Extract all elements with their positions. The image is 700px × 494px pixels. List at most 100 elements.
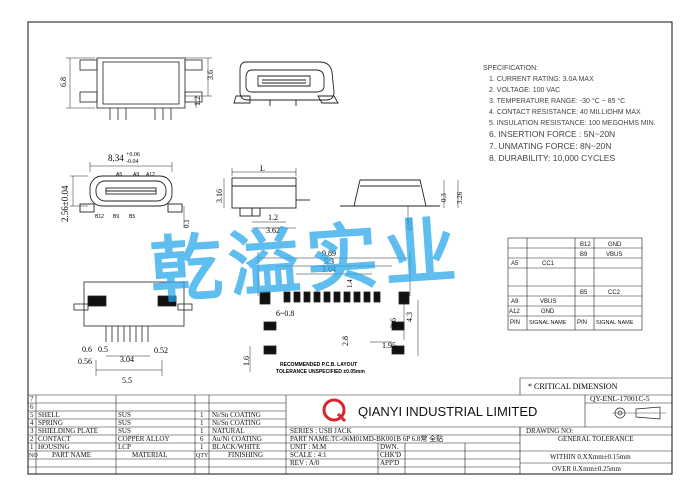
dim-pcb-h: 2.8 [341, 336, 350, 346]
dim-side-b: 3.62 [266, 226, 280, 235]
dim-front-tol-up: +0.06 [126, 152, 140, 158]
dim-top-height: 6.8 [59, 77, 68, 87]
dim-side-d: 0.3 [440, 193, 448, 202]
bom-part: CONTACT [38, 435, 71, 443]
iso-view [233, 61, 339, 106]
appd: APP'D [380, 459, 399, 467]
pin-label-b5: B5 [129, 214, 135, 220]
bom-qty: 6 [200, 435, 204, 443]
pin-header: PIN [510, 320, 520, 326]
signal-cell: CC1 [542, 261, 555, 267]
spec-item-5: 5. INSULATION RESISTANCE: 100 MEGOHMS MI… [489, 120, 656, 127]
series: SERIES : USB JACK [290, 427, 352, 435]
top-view [66, 57, 212, 120]
bom-no: 7 [30, 395, 34, 403]
bom-finish: Ni/Sn COATING [212, 411, 261, 419]
pin-cell: A12 [509, 309, 520, 315]
spec-item-1: 1. CURRENT RATING: 3.0A MAX [489, 76, 594, 83]
bom-no: 1 [30, 443, 34, 451]
signal-cell: CC2 [608, 290, 621, 296]
bom-no: 4 [30, 419, 34, 427]
bom-qty: 1 [200, 443, 204, 451]
spec-item-6: 6. INSERTION FORCE : 5N~20N [489, 129, 615, 139]
dim-front-bottom: 0.1 [183, 219, 191, 228]
spec-item-2: 2. VOLTAGE: 100 VAC [489, 87, 560, 94]
dim-pcb-j: 1.6 [242, 356, 251, 366]
pin-label-b12: B12 [95, 214, 104, 220]
dim-front-tol-dn: -0.04 [126, 159, 139, 165]
pin-table [507, 237, 643, 331]
unit: UNIT : M.M [290, 443, 327, 451]
projection-symbol-icon [612, 406, 666, 420]
signal-cell: GND [541, 309, 555, 315]
dim-front-height: 2.56±0.04 [60, 185, 70, 222]
dim-bottom-b: 0.5 [98, 345, 108, 354]
company-logo [322, 398, 347, 423]
spec-item-8: 8. DURABILITY: 10,000 CYCLES [489, 153, 615, 163]
bom-finish: Au/Ni COATING [212, 435, 262, 443]
pin-cell: B9 [580, 252, 588, 258]
bom-header-material: MATERIAL [132, 451, 167, 459]
spec-item-4: 4. CONTACT RESISTANCE: 40 MILLIOHM MAX [489, 109, 641, 116]
dim-pcb-c: 3.04 [322, 265, 336, 274]
bom-material: COPPER ALLOY [118, 435, 170, 443]
spec-item-7: 7. UNMATING FORCE: 8N~20N [489, 141, 611, 151]
bom-table: 7 6 5 SHELL SUS 1 Ni/Sn COATING 4 SPRING… [29, 395, 263, 459]
bom-no: 2 [30, 435, 34, 443]
bom-finish: BLACK/WHITE [212, 443, 260, 451]
title-block-text: DRAWING NO: QY-ENL-17001C-5 SERIES : USB… [290, 394, 650, 473]
spec-item-3: 3. TEMPERATURE RANGE: -30 °C ~ 85 °C [489, 97, 625, 105]
bom-material: SUS [118, 419, 131, 427]
bom-finish: Ni/Sn COATING [212, 419, 261, 427]
drawing-no: QY-ENL-17001C-5 [590, 394, 650, 403]
tolerance-over: OVER 0.Xmm±0.25mm [552, 465, 622, 473]
dim-side-length: L [260, 164, 265, 173]
general-tolerance: GENERAL TOLERANCE [558, 435, 634, 443]
dim-pcb-a: 9.89 [322, 249, 336, 258]
pin-label-a12: A12 [146, 172, 155, 178]
bom-qty: 1 [200, 411, 204, 419]
bom-no: 6 [30, 403, 34, 411]
tolerance-within: WITHIN 0.XXmm±0.15mm [550, 453, 631, 461]
title-block-grid [28, 377, 672, 474]
pin-cell: B12 [580, 242, 591, 248]
dim-pcb-e: 6~0.8 [276, 309, 294, 318]
dim-pcb-f: 3.6 [389, 318, 398, 328]
dim-front-width: 8.34 [108, 153, 124, 163]
dim-bottom-f: 5.5 [122, 376, 132, 385]
drawing-border [27, 21, 673, 475]
signal-cell: VBUS [606, 252, 622, 258]
bom-material: SUS [118, 427, 131, 435]
bom-header-no: NO [29, 453, 38, 459]
pin-cell: A9 [511, 299, 519, 305]
dim-pcb-g: 4.3 [405, 312, 414, 322]
front-pin-labels: A5 A9 A12 B12 B9 B5 [95, 172, 155, 220]
specification-block: SPECIFICATION: 1. CURRENT RATING: 3.0A M… [483, 65, 656, 163]
watermark: 乾溢实业 [148, 211, 465, 313]
bom-part: HOUSING [38, 443, 70, 451]
pin-table-text: B12 GND B9 VBUS A5 CC1 B5 CC2 A9 VBUS A1… [509, 242, 634, 326]
bom-qty: 1 [200, 419, 204, 427]
bottom-view [73, 281, 193, 376]
bom-finish: NATURAL [212, 427, 245, 435]
pcb-tolerance-note: TOLERANCE UNSPECIFIED ±0.05mm [276, 369, 365, 375]
scale: SCALE : 4:1 [290, 451, 327, 459]
dim-side-height: 3.16 [215, 189, 224, 203]
pcb-layout [249, 252, 419, 372]
dim-top-small: 1.2 [193, 96, 202, 106]
bom-material: SUS [118, 411, 131, 419]
side-view [223, 168, 310, 229]
bom-no: 3 [30, 427, 34, 435]
signal-cell: VBUS [540, 299, 556, 305]
bom-header-part: PART NAME [52, 451, 91, 459]
bom-part: SHIELDING PLATE [38, 427, 98, 435]
chkd: CHK'D [380, 451, 401, 459]
dwn: DWN. [380, 443, 399, 451]
dim-pcb-i: 1.95 [382, 341, 396, 350]
pin-label-b9: B9 [113, 214, 119, 220]
dim-side-e: 3.26 [456, 191, 464, 204]
pin-cell: A5 [511, 261, 519, 267]
spec-heading: SPECIFICATION: [483, 65, 538, 72]
dim-pcb-d: 1.4 [346, 279, 354, 288]
signal-header: SIGNAL NAME [529, 320, 567, 326]
